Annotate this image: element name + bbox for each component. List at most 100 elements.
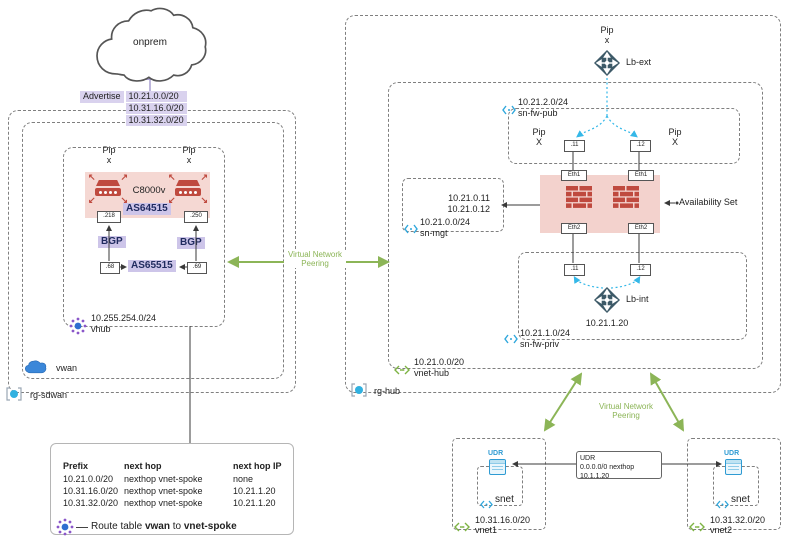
route-table-cell: 10.31.32.0/20 (63, 498, 119, 508)
vnet-hub-box (388, 82, 763, 369)
rg-sdwan-label: rg-sdwan (30, 390, 68, 400)
route-table-header: next hop (124, 461, 162, 471)
peering-text: Virtual Network (598, 402, 654, 411)
route-table-caption: Route table vwan to vnet-spoke (91, 521, 237, 532)
pip-text: Pip (532, 127, 546, 137)
firewall-icon (613, 186, 639, 213)
vnet2-box (687, 438, 781, 530)
sn-fw-pub-cidr: 10.21.2.0/24 (518, 97, 569, 107)
vnet-icon (454, 519, 470, 537)
advertise-block: Advertise 10.21.0.0/20 10.31.16.0/20 10.… (80, 91, 187, 127)
peering-text: Peering (612, 411, 640, 420)
vnet1-label: vnet1 (475, 525, 498, 535)
subnet-icon (480, 496, 493, 514)
snet-label: snet (731, 494, 750, 505)
pip-text: Pip (668, 127, 682, 137)
pip-x: x (106, 155, 112, 165)
fw-eth-box: Eth1 (561, 170, 587, 181)
pip-text: Pip (600, 25, 614, 35)
load-balancer-int-icon (593, 286, 621, 319)
load-balancer-ext-icon (593, 49, 621, 82)
router-asn-label: AS64515 (123, 203, 171, 215)
route-table-cell: nexthop vnet-spoke (124, 474, 203, 484)
udr-route: 0.0.0.0/0 nexthop 10.1.1.20 (580, 464, 635, 480)
nic-address-box: .250 (184, 211, 208, 223)
vnet-hub-label: vnet-hub (414, 368, 450, 378)
resource-group-icon (351, 383, 367, 402)
subnet-icon (716, 496, 729, 514)
sn-mgt-label: sn-mgt (420, 228, 448, 238)
vwan-label: vwan (56, 363, 78, 373)
vnet-icon (689, 519, 705, 537)
fw-priv-ip-box: .11 (564, 264, 585, 276)
snet-label: snet (495, 494, 514, 505)
udr-icon (725, 459, 742, 475)
caption-vnet-spoke: vnet-spoke (183, 521, 237, 532)
fw-eth-box: Eth2 (628, 223, 654, 234)
peer-address-box: .69 (187, 262, 207, 274)
sn-mgt-cidr: 10.21.0.0/24 (420, 217, 471, 227)
route-table-cell: 10.21.0.0/20 (63, 474, 114, 484)
sn-fw-priv-cidr: 10.21.1.0/24 (520, 328, 571, 338)
route-table-icon (56, 518, 74, 538)
peering-text: Peering (301, 259, 329, 268)
sn-fw-priv-label: sn-fw-priv (520, 339, 560, 349)
route-table-cell: 10.31.16.0/20 (63, 486, 119, 496)
pip-label: Pip X (526, 127, 552, 147)
udr-title: UDR (580, 455, 596, 462)
fw-pub-ip-box: .12 (630, 140, 651, 152)
route-table-cell: 10.21.1.20 (233, 486, 276, 496)
firewall-icon (566, 186, 592, 213)
router-icon: ↖↗ ↙↘ (168, 172, 208, 205)
vhub-icon (69, 317, 87, 340)
route-table-header: next hop IP (233, 461, 282, 471)
rg-hub-label: rg-hub (374, 386, 401, 396)
pip-label: Pip x (594, 25, 620, 45)
sn-fw-priv-box (518, 252, 747, 340)
vnet1-box (452, 438, 546, 530)
udr-route-box: UDR 0.0.0.0/0 nexthop 10.1.1.20 (576, 451, 662, 480)
bgp-label: BGP (98, 236, 126, 248)
vnet-icon (394, 362, 410, 380)
pip-label: Pip x (96, 145, 122, 165)
vhub-label: vhub (91, 324, 111, 334)
lb-ext-label: Lb-ext (626, 57, 652, 67)
route-table-cell: nexthop vnet-spoke (124, 486, 203, 496)
pip-x: x (604, 35, 610, 45)
fw-mgmt-ip: 10.21.0.11 (448, 193, 490, 203)
route-table: Prefix next hop next hop IP 10.21.0.0/20… (50, 443, 294, 538)
udr-label: UDR (488, 450, 504, 457)
udr-label: UDR (724, 450, 740, 457)
router-model-label: C8000v (132, 185, 166, 196)
subnet-icon (504, 331, 518, 349)
subnet-icon (502, 102, 516, 120)
caption-text: to (169, 521, 184, 532)
route-table-header: Prefix (63, 461, 89, 471)
vnet-hub-cidr: 10.21.0.0/20 (414, 357, 465, 367)
route-table-cell: 10.21.1.20 (233, 498, 276, 508)
cloud-icon (96, 7, 207, 82)
caption-text: Route table (91, 521, 145, 532)
pip-text: Pip (102, 145, 116, 155)
vwan-icon (24, 360, 48, 380)
peer-address-box: .68 (100, 262, 120, 274)
route-table-cell: nexthop vnet-spoke (124, 498, 203, 508)
advertised-route: 10.31.16.0/20 (125, 103, 187, 114)
lb-int-ip: 10.21.1.20 (585, 318, 629, 328)
peering-bottom-label: Virtual Network Peering (592, 402, 660, 420)
router-icon: ↖↗ ↙↘ (88, 172, 128, 205)
advertised-route: 10.31.32.0/20 (125, 115, 187, 126)
peer-asn-label: AS65515 (128, 260, 176, 272)
peering-mid-label: Virtual Network Peering (284, 250, 346, 268)
pip-x: X (535, 137, 542, 147)
advertise-label: Advertise (80, 91, 124, 103)
caption-vwan: vwan (144, 521, 170, 532)
peering-text: Virtual Network (287, 250, 343, 259)
nic-address-box: .218 (97, 211, 121, 223)
availability-set-label: Availability Set (679, 197, 738, 207)
vnet2-label: vnet2 (710, 525, 733, 535)
resource-group-icon (6, 387, 22, 406)
udr-icon (489, 459, 506, 475)
fw-pub-ip-box: .11 (564, 140, 585, 152)
